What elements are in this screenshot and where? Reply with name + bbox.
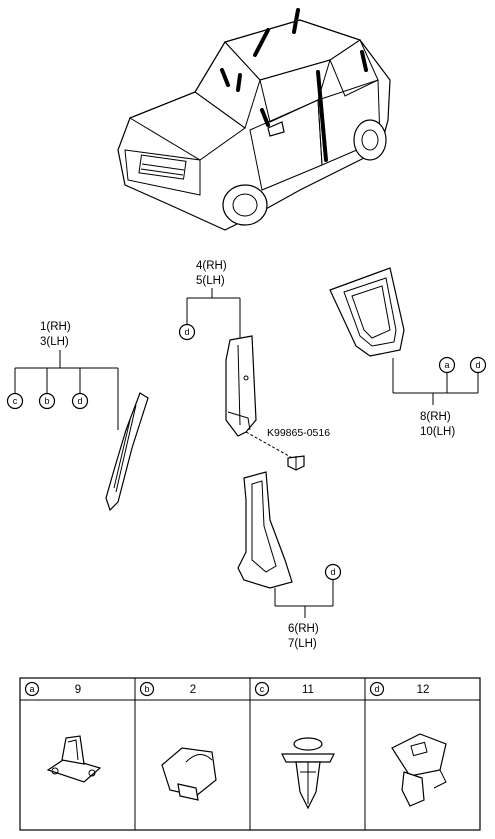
clip-c-icon: [281, 737, 335, 810]
fastener-legend-table: a 9 b 2 c 11 d 12: [19, 677, 481, 831]
legend-number-d: 12: [417, 684, 430, 696]
b-pillar-lower-label-rh: 6(RH): [288, 623, 319, 635]
c-pillar-trim-group: a d 8(RH) 10(LH): [329, 267, 487, 438]
screw-part-number: K99865-0516: [267, 427, 330, 439]
callout-d-b-pillar-upper: d: [178, 323, 196, 341]
legend-number-b: 2: [190, 684, 196, 696]
legend-header-d: d 12: [369, 681, 430, 697]
b-pillar-upper-label-rh: 4(RH): [196, 260, 227, 272]
svg-text:c: c: [260, 684, 265, 694]
clip-b-icon: [161, 747, 217, 801]
svg-text:c: c: [13, 396, 18, 406]
vehicle-illustration: [117, 8, 391, 231]
clip-d-icon: [391, 733, 447, 807]
b-pillar-lower-trim-group: d 6(RH) 7(LH): [237, 471, 342, 650]
svg-text:d: d: [475, 360, 480, 370]
callout-d-b-pillar-lower: d: [324, 563, 342, 581]
legend-header-b: b 2: [139, 681, 196, 697]
b-pillar-upper-trim: [225, 335, 257, 437]
svg-text:a: a: [444, 360, 449, 370]
clip-a-icon: [46, 735, 102, 783]
svg-text:d: d: [330, 567, 335, 577]
svg-text:d: d: [77, 396, 82, 406]
callout-d-c-pillar: d: [469, 356, 487, 374]
callout-c-a-pillar: c: [6, 392, 24, 410]
c-pillar-label-rh: 8(RH): [420, 411, 451, 423]
legend-number-c: 11: [302, 684, 314, 696]
svg-text:b: b: [44, 396, 49, 406]
a-pillar-trim: [105, 392, 149, 512]
callout-b-a-pillar: b: [38, 392, 56, 410]
c-pillar-label-lh: 10(LH): [420, 426, 455, 438]
svg-text:b: b: [144, 684, 149, 694]
legend-header-c: c 11: [254, 681, 314, 697]
callout-d-a-pillar: d: [71, 392, 89, 410]
a-pillar-label-lh: 3(LH): [40, 336, 69, 348]
screw-group: K99865-0516: [245, 427, 330, 471]
b-pillar-upper-trim-group: 4(RH) 5(LH) d: [178, 260, 257, 437]
b-pillar-upper-label-lh: 5(LH): [196, 275, 225, 287]
svg-text:a: a: [29, 684, 34, 694]
a-pillar-trim-group: 1(RH) 3(LH) c b d: [6, 321, 149, 512]
a-pillar-label-rh: 1(RH): [40, 321, 71, 333]
callout-a-c-pillar: a: [438, 356, 456, 374]
svg-text:d: d: [374, 684, 379, 694]
legend-header-a: a 9: [24, 681, 81, 697]
legend-number-a: 9: [75, 684, 81, 696]
svg-text:d: d: [184, 327, 189, 337]
b-pillar-lower-label-lh: 7(LH): [288, 638, 317, 650]
